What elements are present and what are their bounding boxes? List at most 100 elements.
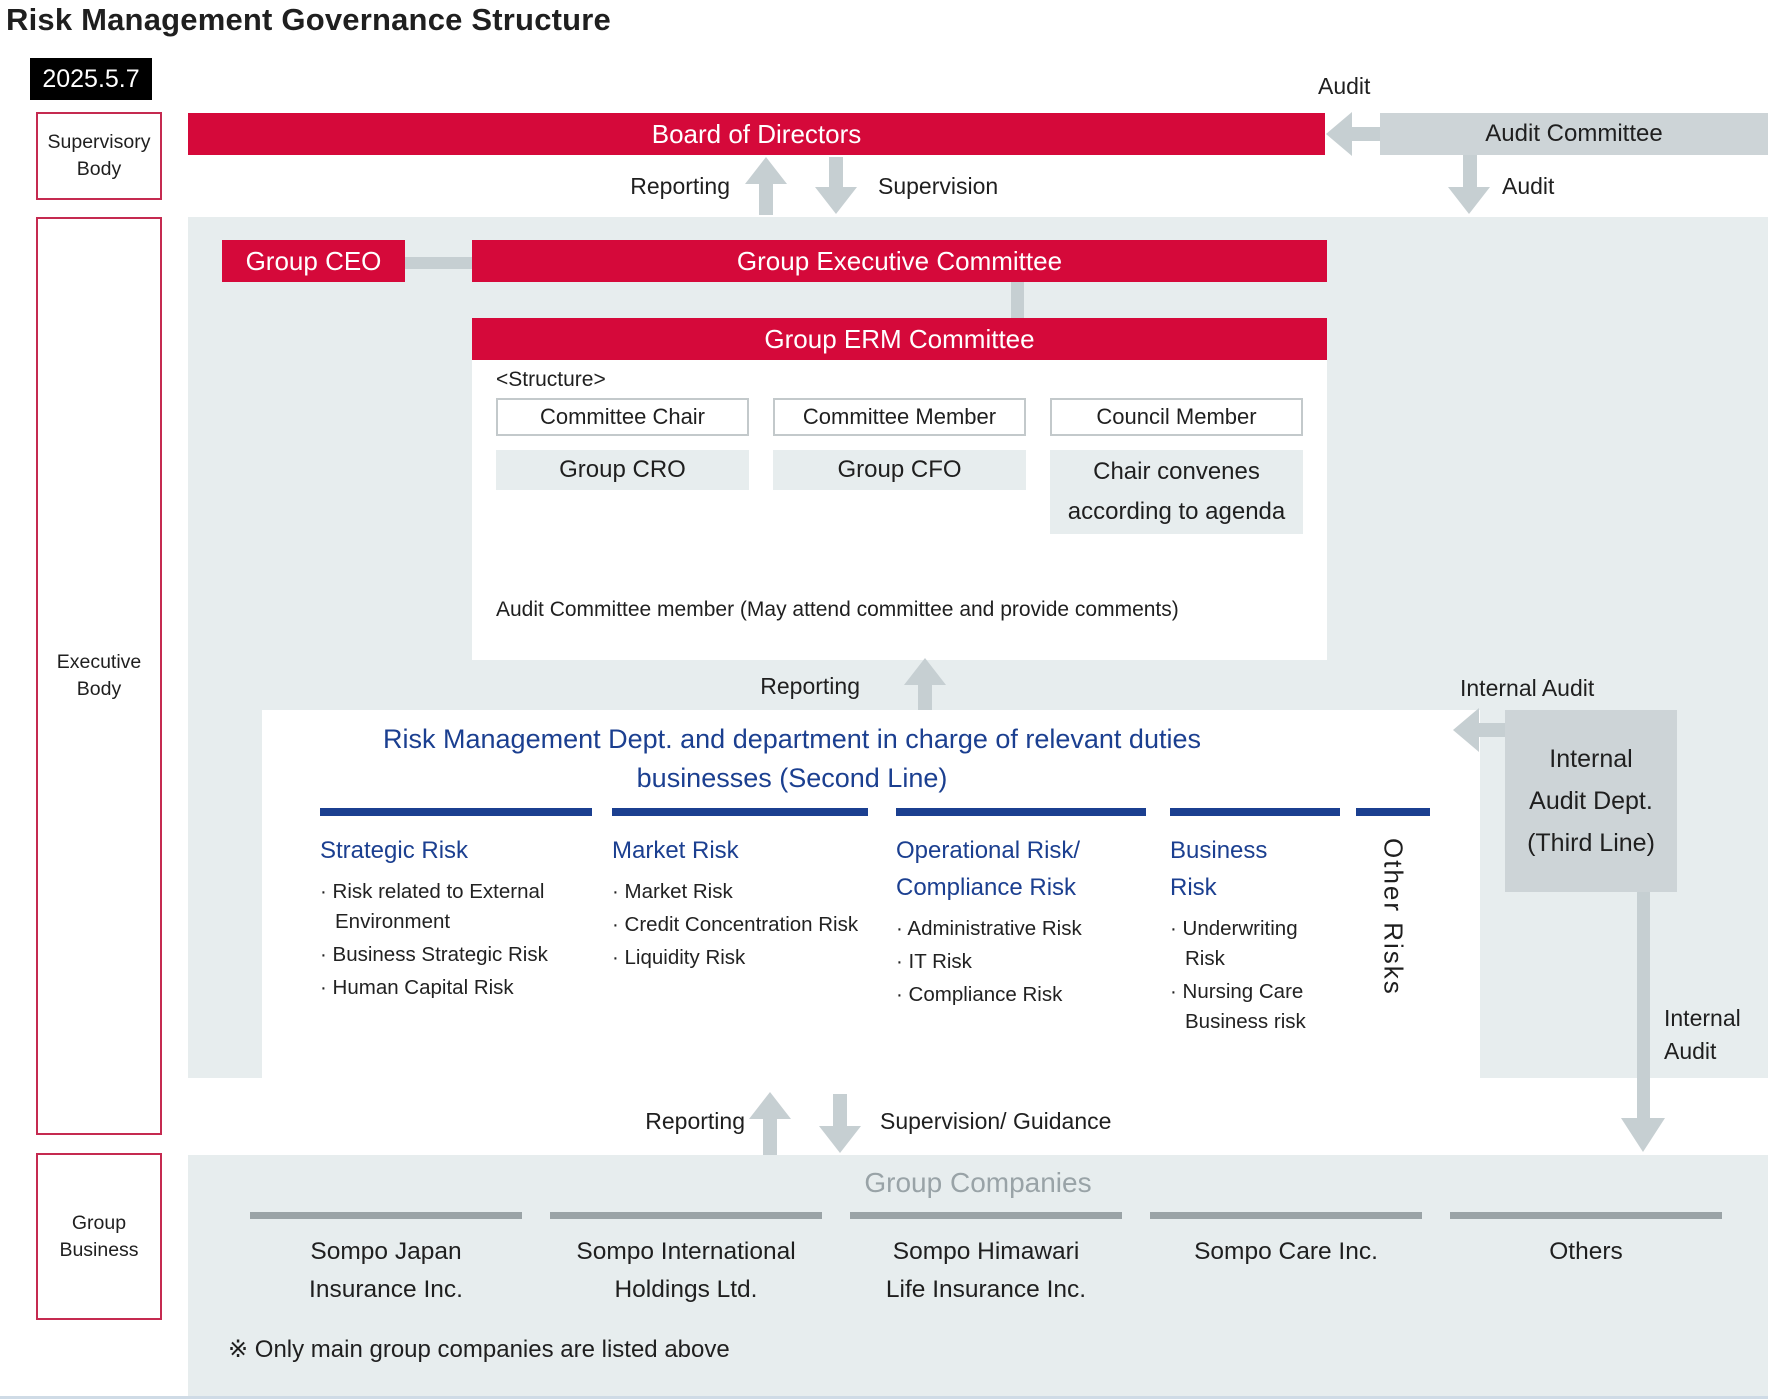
internal-audit-down-line bbox=[1637, 892, 1650, 1120]
audit-left-arrow-icon bbox=[1326, 112, 1352, 156]
supervision-bottom-arrow-shaft bbox=[833, 1094, 847, 1128]
audit-down-arrow-shaft bbox=[1463, 155, 1477, 189]
company-name: Others bbox=[1549, 1238, 1623, 1265]
risk-item-list: Underwriting Risk Nursing Care Business … bbox=[1170, 914, 1340, 1037]
label-group-business: Group Business bbox=[36, 1153, 162, 1320]
reporting-label-mid: Reporting bbox=[760, 673, 860, 699]
supervision-guidance-label: Supervision/ Guidance bbox=[880, 1108, 1112, 1134]
company-bar bbox=[550, 1212, 822, 1219]
role-member-council: Chair convenes according to agenda bbox=[1050, 450, 1303, 534]
other-risks-vertical-label: Other Risks bbox=[1378, 838, 1409, 996]
risk-column-header: Operational Risk/ Compliance Risk bbox=[896, 837, 1081, 901]
reporting-mid-arrow-shaft bbox=[918, 682, 932, 710]
risk-column-business: Business Risk Underwriting Risk Nursing … bbox=[1170, 808, 1340, 1040]
company-bar bbox=[1150, 1212, 1422, 1219]
footnote: ※ Only main group companies are listed a… bbox=[228, 1336, 730, 1363]
risk-column-strategic: Strategic Risk Risk related to External … bbox=[320, 808, 592, 1006]
role-title-committee-chair: Committee Chair bbox=[496, 398, 749, 436]
group-executive-committee-banner: Group Executive Committee bbox=[472, 240, 1327, 282]
company-column: Sompo International Holdings Ltd. bbox=[550, 1212, 822, 1309]
ceo-connector-line bbox=[405, 257, 472, 269]
risk-item: Liquidity Risk bbox=[612, 943, 868, 973]
risk-column-operational-compliance: Operational Risk/ Compliance Risk Admini… bbox=[896, 808, 1146, 1013]
internal-audit-left-arrow-icon bbox=[1453, 708, 1479, 752]
risk-column-other: Other Risks bbox=[1356, 808, 1430, 996]
internal-audit-left-arrow-shaft bbox=[1477, 723, 1507, 737]
supervision-label-top: Supervision bbox=[878, 173, 999, 199]
audit-down-arrow-icon bbox=[1448, 187, 1490, 214]
company-name: Sompo Care Inc. bbox=[1194, 1238, 1378, 1265]
risk-item-list: Risk related to External Environment Bus… bbox=[320, 877, 592, 1003]
date-badge: 2025.5.7 bbox=[30, 58, 152, 100]
column-underline bbox=[320, 808, 592, 816]
risk-column-market: Market Risk Market Risk Credit Concentra… bbox=[612, 808, 868, 976]
erm-note: Audit Committee member (May attend commi… bbox=[496, 598, 1179, 621]
audit-left-arrow-shaft bbox=[1350, 127, 1382, 141]
label-executive-body: Executive Body bbox=[36, 217, 162, 1135]
company-column: Sompo Care Inc. bbox=[1150, 1212, 1422, 1271]
risk-item: IT Risk bbox=[896, 947, 1146, 977]
audit-label-right: Audit bbox=[1502, 173, 1555, 199]
column-underline bbox=[896, 808, 1146, 816]
structure-heading: <Structure> bbox=[496, 368, 606, 391]
board-of-directors-banner: Board of Directors bbox=[188, 113, 1325, 155]
group-erm-committee-banner: Group ERM Committee bbox=[472, 318, 1327, 360]
role-title-council-member: Council Member bbox=[1050, 398, 1303, 436]
company-name: Sompo Japan Insurance Inc. bbox=[309, 1238, 463, 1303]
reporting-up-arrow-icon bbox=[745, 157, 787, 184]
risk-item-list: Administrative Risk IT Risk Compliance R… bbox=[896, 914, 1146, 1010]
reporting-bottom-arrow-shaft bbox=[763, 1117, 777, 1157]
internal-audit-label-bottom: Internal Audit bbox=[1664, 1005, 1741, 1064]
risk-item: Compliance Risk bbox=[896, 980, 1146, 1010]
role-member-group-cfo: Group CFO bbox=[773, 450, 1026, 490]
internal-audit-down-arrow-icon bbox=[1621, 1118, 1665, 1152]
column-underline bbox=[1356, 808, 1430, 816]
company-column: Others bbox=[1450, 1212, 1722, 1271]
company-bar bbox=[250, 1212, 522, 1219]
role-title-committee-member: Committee Member bbox=[773, 398, 1026, 436]
risk-item: Underwriting Risk bbox=[1170, 914, 1340, 974]
page-title: Risk Management Governance Structure bbox=[6, 2, 611, 37]
risk-item: Nursing Care Business risk bbox=[1170, 977, 1340, 1037]
risk-item: Risk related to External Environment bbox=[320, 877, 592, 937]
reporting-mid-arrow-icon bbox=[904, 658, 946, 685]
risk-item: Human Capital Risk bbox=[320, 973, 592, 1003]
risk-item: Administrative Risk bbox=[896, 914, 1146, 944]
role-member-group-cro: Group CRO bbox=[496, 450, 749, 490]
erm-structure-panel: <Structure> Committee Chair Committee Me… bbox=[472, 360, 1327, 660]
group-ceo-box: Group CEO bbox=[222, 240, 405, 282]
company-name: Sompo Himawari Life Insurance Inc. bbox=[885, 1238, 1087, 1303]
risk-item: Credit Concentration Risk bbox=[612, 910, 868, 940]
company-column: Sompo Japan Insurance Inc. bbox=[250, 1212, 522, 1309]
risk-column-header: Strategic Risk bbox=[320, 837, 469, 864]
company-name: Sompo International Holdings Ltd. bbox=[576, 1238, 796, 1303]
internal-audit-dept-box: Internal Audit Dept. (Third Line) bbox=[1505, 710, 1677, 892]
risk-column-header: Market Risk bbox=[612, 837, 739, 864]
reporting-label-bottom: Reporting bbox=[645, 1108, 745, 1134]
group-companies-panel: Group Companies Sompo Japan Insurance In… bbox=[188, 1155, 1768, 1399]
supervision-bottom-arrow-icon bbox=[819, 1126, 861, 1153]
company-bar bbox=[1450, 1212, 1722, 1219]
reporting-bottom-arrow-icon bbox=[749, 1092, 791, 1119]
supervision-down-arrow-icon bbox=[815, 187, 857, 214]
risk-item: Market Risk bbox=[612, 877, 868, 907]
supervision-down-arrow-shaft bbox=[829, 157, 843, 189]
group-companies-title: Group Companies bbox=[864, 1167, 1092, 1198]
second-line-box: Risk Management Dept. and department in … bbox=[262, 710, 1480, 1095]
internal-audit-label-top: Internal Audit bbox=[1460, 675, 1595, 701]
company-column: Sompo Himawari Life Insurance Inc. bbox=[850, 1212, 1122, 1309]
column-underline bbox=[612, 808, 868, 816]
risk-item-list: Market Risk Credit Concentration Risk Li… bbox=[612, 877, 868, 973]
exec-erm-connector-line bbox=[1011, 282, 1024, 318]
column-underline bbox=[1170, 808, 1340, 816]
second-line-title: Risk Management Dept. and department in … bbox=[383, 724, 1201, 793]
audit-committee-box: Audit Committee bbox=[1380, 113, 1768, 155]
audit-label-top: Audit bbox=[1318, 73, 1371, 99]
risk-column-header: Business Risk bbox=[1170, 837, 1268, 901]
reporting-up-arrow-shaft bbox=[759, 182, 773, 215]
risk-item: Business Strategic Risk bbox=[320, 940, 592, 970]
company-bar bbox=[850, 1212, 1122, 1219]
label-supervisory-body: Supervisory Body bbox=[36, 112, 162, 200]
bottom-edge-line bbox=[0, 1396, 1768, 1399]
